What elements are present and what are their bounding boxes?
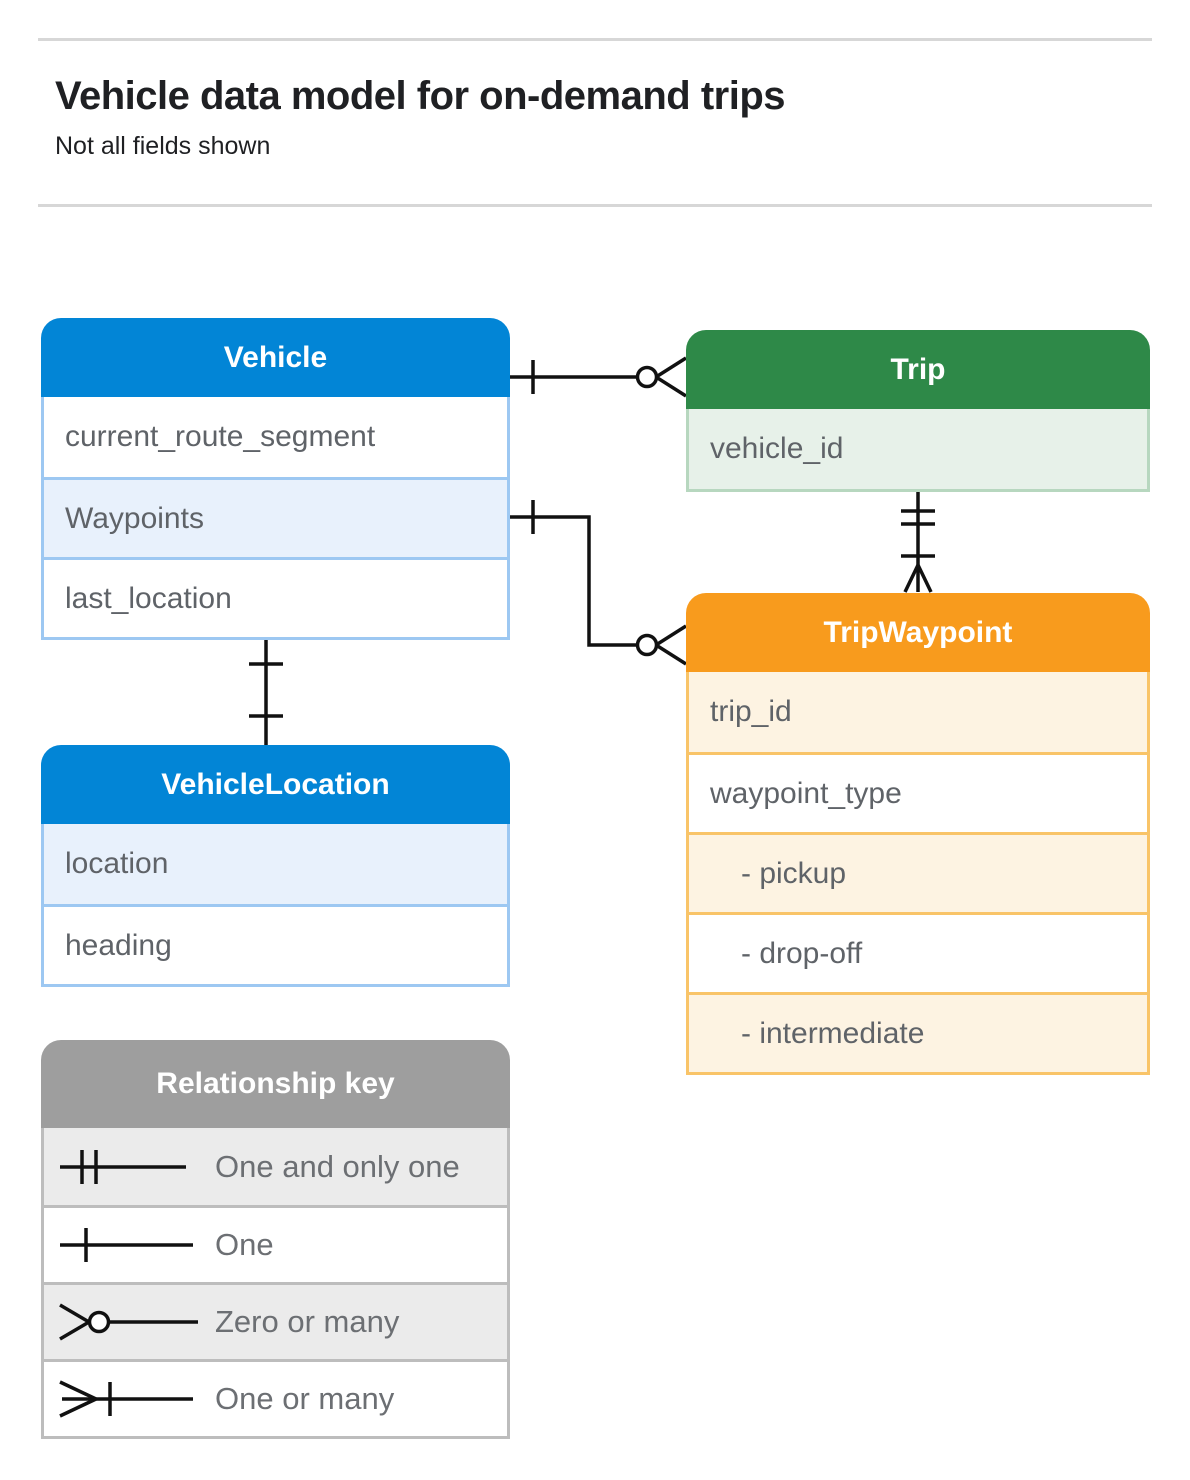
field-label: current_route_segment bbox=[65, 420, 376, 453]
zero-or-many-icon bbox=[59, 1303, 198, 1341]
vehiclelocation-table-body: location heading bbox=[41, 824, 510, 987]
legend-label: One and only one bbox=[215, 1148, 460, 1184]
legend-label: One or many bbox=[215, 1381, 395, 1416]
trip-table-header: Trip bbox=[686, 330, 1150, 409]
table-row: last_location bbox=[44, 557, 507, 637]
field-label: heading bbox=[65, 928, 172, 962]
one-and-only-one-icon bbox=[60, 1149, 186, 1184]
zero-circle-icon bbox=[635, 633, 659, 657]
table-row: current_route_segment bbox=[44, 397, 507, 477]
table-row: trip_id bbox=[689, 672, 1147, 752]
crowsfoot-icon bbox=[903, 564, 920, 593]
crowsfoot-icon bbox=[655, 356, 687, 379]
table-row: - pickup bbox=[689, 832, 1147, 912]
vehicle-vehiclelocation-connector bbox=[249, 637, 283, 745]
field-label: - intermediate bbox=[741, 1016, 925, 1050]
trip-tripwaypoint-connector bbox=[901, 489, 935, 593]
table-row: Waypoints bbox=[44, 477, 507, 557]
field-label: last_location bbox=[65, 581, 232, 615]
header-divider bbox=[38, 204, 1152, 207]
legend-row: One bbox=[44, 1205, 507, 1282]
vehicle-table-header: Vehicle bbox=[41, 318, 510, 397]
table-title: Trip bbox=[890, 352, 946, 386]
vehiclelocation-table-header: VehicleLocation bbox=[41, 745, 510, 824]
field-label: - drop-off bbox=[741, 936, 863, 970]
one-icon bbox=[60, 1228, 193, 1262]
field-label: trip_id bbox=[710, 695, 792, 728]
legend-label: Zero or many bbox=[215, 1304, 400, 1339]
field-label: - pickup bbox=[741, 856, 847, 890]
legend-row: Zero or many bbox=[44, 1282, 507, 1359]
vehiclelocation-table: VehicleLocation location heading bbox=[41, 745, 510, 987]
table-row: - drop-off bbox=[689, 912, 1147, 992]
table-row: - intermediate bbox=[689, 992, 1147, 1072]
page-subtitle: Not all fields shown bbox=[55, 132, 271, 160]
relationship-key-header: Relationship key bbox=[41, 1040, 510, 1128]
table-title: Vehicle bbox=[223, 340, 328, 374]
vehicle-tripwaypoint-connector bbox=[510, 500, 687, 666]
table-title: TripWaypoint bbox=[823, 615, 1013, 649]
top-divider bbox=[38, 38, 1152, 41]
vehicle-trip-connector bbox=[510, 356, 687, 398]
tripwaypoint-table: TripWaypoint trip_id waypoint_type - picku… bbox=[686, 593, 1150, 1075]
page-title: Vehicle data model for on-demand trips bbox=[55, 74, 786, 118]
table-row: location bbox=[44, 824, 507, 904]
legend-row: One and only one bbox=[44, 1128, 507, 1205]
trip-table: Trip vehicle_id bbox=[686, 330, 1150, 492]
legend-row: One or many bbox=[44, 1359, 507, 1436]
field-label: Waypoints bbox=[65, 501, 204, 535]
table-row: waypoint_type bbox=[689, 752, 1147, 832]
tripwaypoint-table-header: TripWaypoint bbox=[686, 593, 1150, 672]
table-row: heading bbox=[44, 904, 507, 984]
one-or-many-icon bbox=[59, 1380, 193, 1418]
legend-title: Relationship key bbox=[156, 1067, 395, 1100]
field-label: location bbox=[65, 847, 169, 880]
tripwaypoint-table-body: trip_id waypoint_type - pickup - drop-off - … bbox=[686, 672, 1150, 1075]
field-label: waypoint_type bbox=[710, 776, 902, 810]
legend-label: One bbox=[215, 1227, 274, 1262]
crowsfoot-icon bbox=[655, 624, 687, 647]
table-title: VehicleLocation bbox=[161, 767, 390, 801]
field-label: vehicle_id bbox=[710, 432, 844, 465]
relationship-key-body: One and only one One Zero or many bbox=[41, 1128, 510, 1439]
relationship-key: Relationship key One and only one One bbox=[41, 1040, 510, 1439]
table-row: vehicle_id bbox=[689, 409, 1147, 489]
trip-table-body: vehicle_id bbox=[686, 409, 1150, 492]
zero-circle-icon bbox=[635, 365, 659, 389]
